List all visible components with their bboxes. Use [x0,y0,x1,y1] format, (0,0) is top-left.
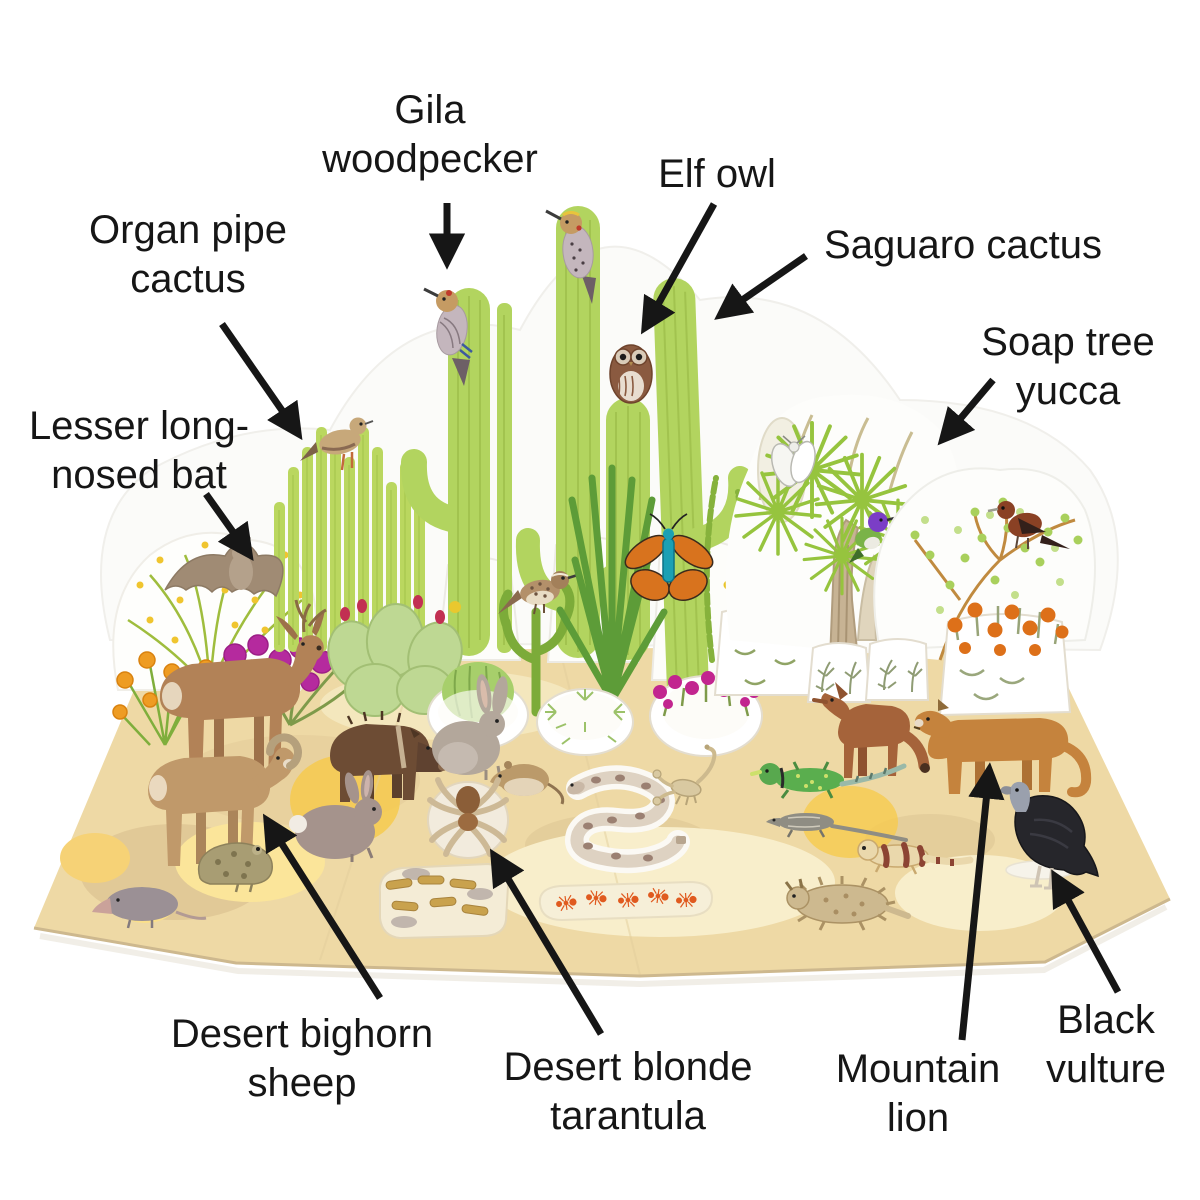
rattlesnake [565,765,690,874]
label-gila-woodpecker: Gila woodpecker [322,88,538,181]
organ-pipe-cactus [274,427,425,652]
label-desert-blonde-tarantula: Desert blonde tarantula [503,1045,753,1138]
whiptail-lizard [766,813,908,842]
collared-lizard [750,761,907,799]
saguaro-cactus-labeled [653,278,753,706]
label-mountain-lion: Mountain lion [835,1047,1001,1140]
mule-deer [159,599,327,784]
ants-sticker [538,880,714,922]
hummingbird [849,512,911,563]
mountain-lion [913,699,1092,798]
label-soap-tree-yucca: Soap tree yucca [981,320,1155,413]
label-elf-owl: Elf owl [658,152,776,196]
label-lesser-long-nosed-bat: Lesser long- nosed bat [28,404,250,497]
yucca-moth [770,435,816,487]
desert-blonde-tarantula [427,777,509,859]
hooded-oriole [987,501,1070,549]
larvae-sticker [378,862,510,940]
white-winged-dove [300,417,374,471]
label-organ-pipe-cactus: Organ pipe cactus [89,208,287,301]
palo-verde-bush [873,467,1096,661]
gila-woodpecker [423,287,473,386]
banded-gecko [857,839,974,875]
elf-owl [609,344,653,404]
label-black-vulture: Black vulture [1045,998,1167,1091]
cactus-wren [498,571,582,615]
leaf-print-ring [536,688,634,756]
label-desert-bighorn-sheep: Desert bighorn sheep [170,1012,434,1105]
agave-plant [556,464,668,704]
desert-shrew [92,887,207,929]
desert-bighorn-sheep [148,733,302,866]
toad [197,842,273,893]
label-saguaro-cactus: Saguaro cactus [824,223,1102,267]
gilded-flicker [545,209,596,304]
horned-lizard [784,876,911,931]
globemallow-cup [938,602,1072,717]
scorpion [652,744,717,806]
saltbush-cups [806,638,930,703]
saguaro-cactus-left [400,288,512,656]
jackrabbit [432,674,508,780]
arrow-mountain-lion [958,771,993,1041]
coyote [812,682,930,778]
cactus-moth [624,513,714,601]
